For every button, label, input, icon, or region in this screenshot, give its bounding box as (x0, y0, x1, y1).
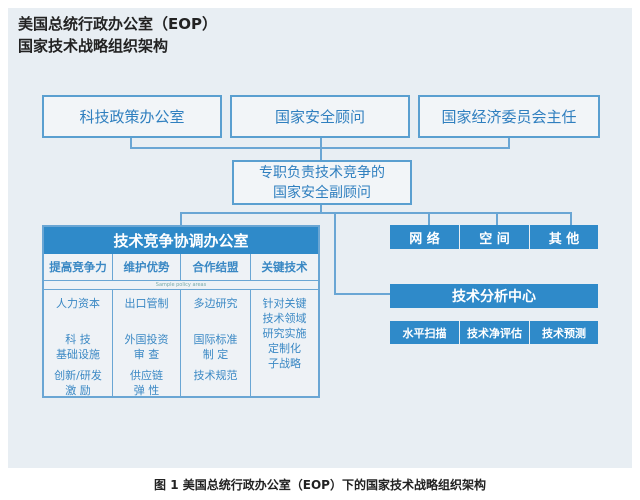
diagram-title-line2: 国家技术战略组织架构 (18, 37, 169, 55)
connector (496, 212, 498, 225)
policy-column: 提高竞争力人力资本科 技 基础设施创新/研发 激 励 (44, 254, 113, 397)
connector (334, 293, 390, 295)
domain-other: 其 他 (530, 225, 598, 249)
domain-space: 空 间 (460, 225, 529, 249)
policy-item: 人力资本 (56, 297, 100, 310)
policy-column-header: 合作结盟 (181, 254, 250, 281)
connector (320, 138, 322, 160)
policy-item: 技术规范 (193, 369, 238, 382)
policy-column: 维护优势出口管制外国投资 审 查供应链 弹 性 (113, 254, 181, 397)
policy-item: 出口管制 (124, 297, 169, 310)
coordination-office: 技术竞争协调办公室 提高竞争力人力资本科 技 基础设施创新/研发 激 励维护优势… (42, 225, 320, 398)
coordination-office-title: 技术竞争协调办公室 (44, 227, 318, 254)
policy-item: 针对关键 技术领域 研究实施 定制化 子战略 (262, 297, 307, 370)
sample-policy-note: Sample policy areas (44, 281, 318, 289)
connector (180, 212, 182, 225)
policy-column: 关键技术针对关键 技术领域 研究实施 定制化 子战略 (251, 254, 318, 396)
deputy-line1: 专职负责技术竞争的 (259, 164, 385, 181)
box-deputy-nsa: 专职负责技术竞争的 国家安全副顾问 (232, 160, 412, 205)
connector (130, 147, 510, 149)
connector (334, 212, 336, 294)
diagram-title-line1: 美国总统行政办公室（EOP） (18, 15, 217, 33)
policy-item: 多边研究 (193, 297, 238, 310)
connector (130, 138, 132, 148)
policy-column-header: 关键技术 (251, 254, 318, 281)
policy-item: 科 技 基础设施 (56, 333, 100, 361)
analysis-center-title: 技术分析中心 (390, 284, 598, 308)
policy-column: 合作结盟多边研究国际标准 制 定技术规范 (181, 254, 251, 396)
figure-caption: 图 1 美国总统行政办公室（EOP）下的国家技术战略组织架构 (154, 478, 486, 492)
policy-column-header: 提高竞争力 (44, 254, 112, 281)
deputy-line2: 国家安全副顾问 (273, 184, 371, 201)
box-ostp: 科技政策办公室 (42, 95, 222, 138)
connector (508, 138, 510, 148)
tech-forecasting: 技术预测 (530, 321, 598, 344)
connector (428, 212, 430, 225)
box-nec: 国家经济委员会主任 (418, 95, 600, 138)
policy-item: 外国投资 审 查 (124, 333, 169, 361)
policy-item: 创新/研发 激 励 (54, 369, 102, 397)
policy-item: 国际标准 制 定 (193, 333, 238, 361)
box-nsa: 国家安全顾问 (230, 95, 410, 138)
policy-item: 供应链 弹 性 (130, 369, 163, 397)
connector (570, 212, 572, 225)
net-assessment: 技术净评估 (460, 321, 529, 344)
horizon-scanning: 水平扫描 (390, 321, 459, 344)
domain-cyber: 网 络 (390, 225, 459, 249)
policy-column-header: 维护优势 (113, 254, 180, 281)
connector (180, 212, 572, 214)
connector (320, 205, 322, 213)
